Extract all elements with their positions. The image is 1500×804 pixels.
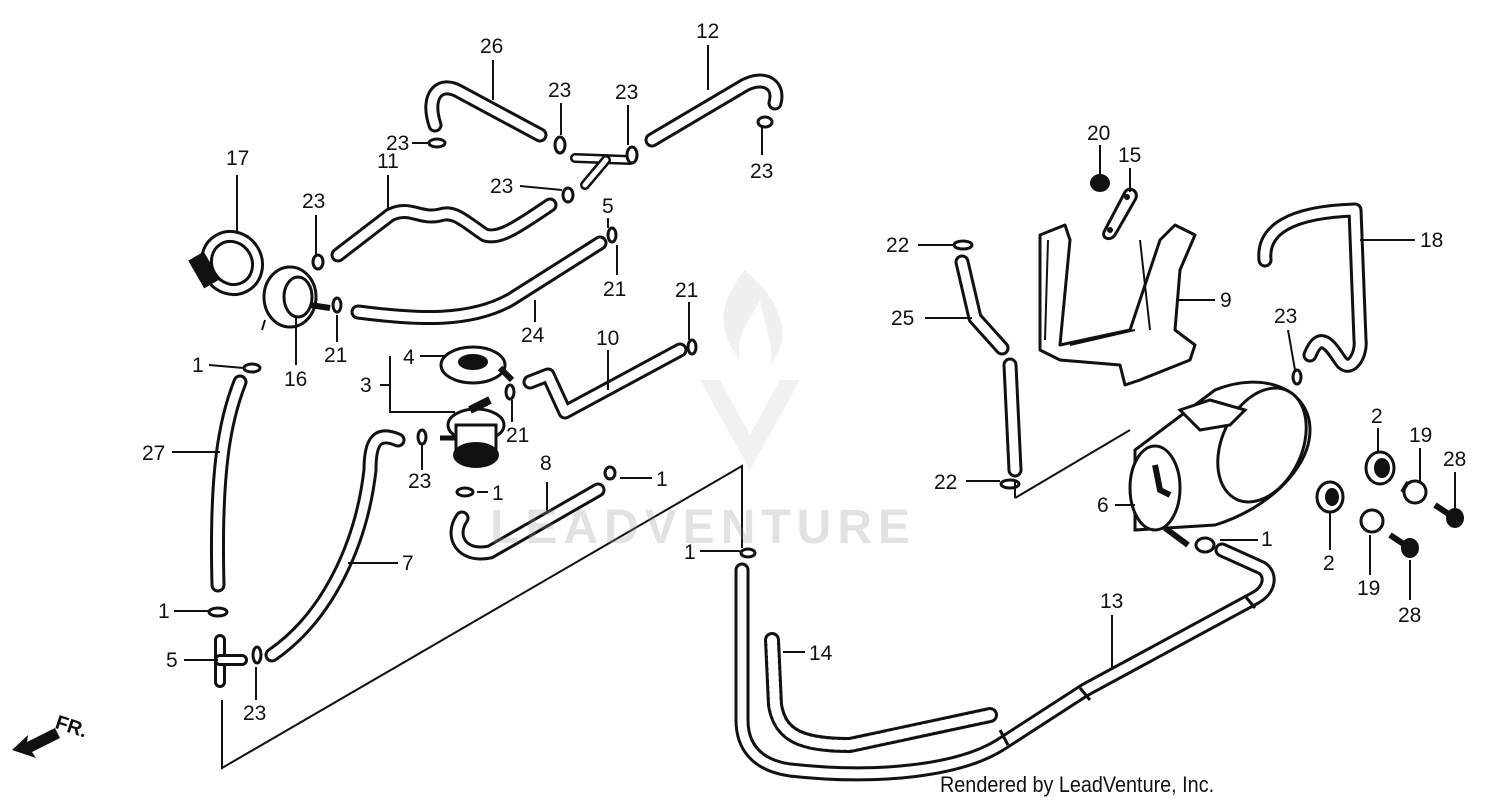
callout-1: 1: [1261, 528, 1273, 551]
clips-left: [207, 115, 774, 665]
callout-24: 24: [521, 324, 545, 347]
callout-2: 2: [1371, 405, 1383, 428]
callout-22: 22: [886, 234, 909, 257]
callout-14: 14: [809, 642, 833, 665]
callout-28: 28: [1398, 604, 1421, 627]
callout-19: 19: [1409, 424, 1432, 447]
callout-19: 19: [1357, 577, 1380, 600]
callout-23: 23: [302, 190, 325, 213]
grommet-2-lower: [1315, 480, 1345, 514]
leader-lines: [172, 45, 1456, 700]
callout-5: 5: [166, 649, 178, 672]
callout-8: 8: [540, 452, 552, 475]
front-arrow-icon: [12, 728, 60, 758]
callout-18: 18: [1420, 229, 1443, 252]
clamp-17: [188, 229, 265, 297]
callout-20: 20: [1087, 122, 1110, 145]
callout-23: 23: [1274, 305, 1297, 328]
callout-3: 3: [360, 374, 372, 397]
watermark-logo: [700, 270, 800, 470]
washer-19-lower: [1359, 508, 1385, 534]
washer-19-upper: [1400, 479, 1428, 505]
callout-12: 12: [696, 20, 719, 43]
tee-5-upper: [570, 153, 635, 190]
callout-9: 9: [1220, 289, 1232, 312]
callout-21: 21: [506, 424, 529, 447]
hose-10: [522, 342, 688, 420]
valve-16: [261, 265, 331, 331]
callout-7: 7: [402, 552, 414, 575]
callout-1: 1: [656, 468, 668, 491]
watermark-text: LEADVENTURE: [490, 501, 917, 554]
callout-23: 23: [548, 79, 571, 102]
callout-numbers: 26 12 23 23 23 23 23 23 23 23 23 17 11 5…: [142, 20, 1466, 725]
bolt-28-lower: [1388, 532, 1419, 558]
callout-6: 6: [1097, 494, 1109, 517]
hose-13: [734, 542, 1276, 782]
hose-11: [330, 197, 558, 263]
callout-23: 23: [490, 175, 513, 198]
hose-27: [209, 374, 248, 593]
callout-10: 10: [596, 327, 619, 350]
hose-14: [764, 632, 998, 754]
callout-23: 23: [243, 702, 266, 725]
callout-21: 21: [603, 278, 626, 301]
hose-25: [954, 254, 1023, 478]
callout-27: 27: [142, 442, 165, 465]
callout-5: 5: [602, 195, 614, 218]
callout-23: 23: [408, 470, 431, 493]
hose-12: [644, 73, 784, 148]
callout-21: 21: [675, 279, 698, 302]
callout-1: 1: [684, 541, 696, 564]
hose-8: [449, 482, 606, 561]
hose-7: [264, 429, 406, 663]
bolt-28-upper: [1433, 502, 1464, 528]
callout-23: 23: [615, 81, 638, 104]
nut-20: [1090, 174, 1110, 192]
hose-18: [1257, 202, 1368, 373]
grommet-2-upper: [1364, 450, 1396, 486]
valve-3: [439, 345, 515, 468]
callout-23: 23: [750, 160, 773, 183]
plate-15: [1102, 187, 1138, 241]
callout-28: 28: [1443, 448, 1466, 471]
callout-15: 15: [1118, 144, 1141, 167]
credit-text: Rendered by LeadVenture, Inc.: [940, 772, 1215, 797]
callout-1: 1: [492, 482, 504, 505]
callout-26: 26: [480, 35, 503, 58]
callout-22: 22: [934, 471, 957, 494]
hose-26: [424, 80, 548, 143]
connection-lines: [221, 429, 1131, 770]
callout-25: 25: [891, 307, 914, 330]
callout-16: 16: [284, 368, 307, 391]
callout-21: 21: [324, 344, 347, 367]
callout-1: 1: [158, 600, 170, 623]
hose-24: [350, 235, 608, 326]
callout-23: 23: [386, 132, 409, 155]
tee-5-lower: [214, 634, 248, 688]
callout-11: 11: [377, 150, 399, 173]
callout-4: 4: [403, 346, 415, 369]
callout-13: 13: [1100, 590, 1123, 613]
callout-17: 17: [226, 147, 249, 170]
callout-1: 1: [192, 354, 204, 377]
canister-6: [1128, 380, 1312, 548]
callout-2: 2: [1323, 552, 1335, 575]
bracket-9: [1038, 223, 1197, 387]
